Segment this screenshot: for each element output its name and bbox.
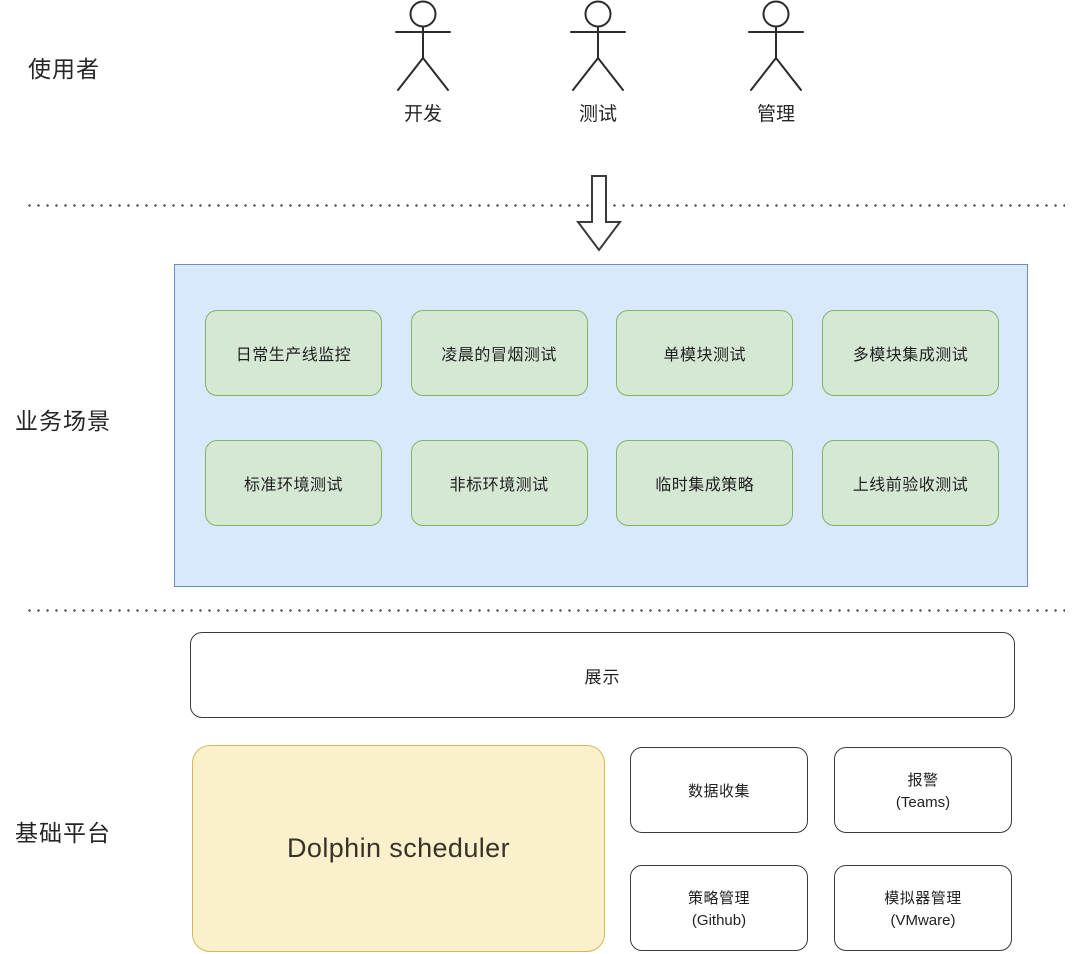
platform-box-subtitle: (VMware) (890, 912, 956, 929)
platform-box-data-collection[interactable]: 数据收集 (630, 747, 808, 833)
scenario-box-pre-release-acceptance-test[interactable]: 上线前验收测试 (821, 440, 999, 526)
scenario-box-daily-line-monitor[interactable]: 日常生产线监控 (205, 310, 382, 396)
platform-box-alerting[interactable]: 报警 (Teams) (834, 747, 1012, 833)
scenario-box-nonstandard-env-test[interactable]: 非标环境测试 (410, 440, 588, 526)
actor-tester: 测试 (543, 0, 653, 124)
actor-label: 测试 (578, 104, 617, 125)
stick-figure-icon (721, 0, 831, 95)
scenario-box-temporary-integration-policy[interactable]: 临时集成策略 (616, 440, 794, 526)
platform-box-subtitle: (Github) (691, 912, 747, 929)
scenario-box-standard-env-test[interactable]: 标准环境测试 (205, 440, 382, 526)
down-arrow-icon (576, 174, 622, 252)
actor-manager: 管理 (721, 0, 831, 124)
platform-box-title: 策略管理 (687, 890, 750, 907)
divider-business-platform (25, 609, 1065, 612)
business-scenario-panel: 日常生产线监控 凌晨的冒烟测试 单模块测试 多模块集成测试 标准环境测试 非标环… (174, 264, 1028, 587)
platform-box-title: 数据收集 (687, 782, 750, 800)
actor-label: 管理 (756, 104, 795, 125)
actor-developer: 开发 (368, 0, 478, 124)
dolphin-scheduler-box[interactable]: Dolphin scheduler (192, 745, 605, 952)
row-label-users: 使用者 (28, 56, 100, 82)
stick-figure-icon (543, 0, 653, 95)
row-label-business: 业务场景 (15, 408, 111, 434)
scenario-row: 标准环境测试 非标环境测试 临时集成策略 上线前验收测试 (205, 440, 999, 526)
stick-figure-icon (368, 0, 478, 95)
platform-box-title: 报警 (907, 772, 939, 789)
scenario-box-early-smoke-test[interactable]: 凌晨的冒烟测试 (410, 310, 588, 396)
divider-users-business (25, 204, 1065, 207)
presentation-layer-box[interactable]: 展示 (190, 632, 1015, 718)
scenario-box-multi-module-integration-test[interactable]: 多模块集成测试 (821, 310, 999, 396)
row-label-platform: 基础平台 (15, 820, 111, 846)
platform-box-policy-management[interactable]: 策略管理 (Github) (630, 865, 808, 951)
scenario-row: 日常生产线监控 凌晨的冒烟测试 单模块测试 多模块集成测试 (205, 310, 999, 396)
platform-box-simulator-management[interactable]: 模拟器管理 (VMware) (834, 865, 1012, 951)
platform-box-title: 模拟器管理 (884, 890, 962, 907)
actor-label: 开发 (403, 104, 442, 125)
platform-box-subtitle: (Teams) (895, 794, 951, 811)
scenario-box-single-module-test[interactable]: 单模块测试 (616, 310, 794, 396)
